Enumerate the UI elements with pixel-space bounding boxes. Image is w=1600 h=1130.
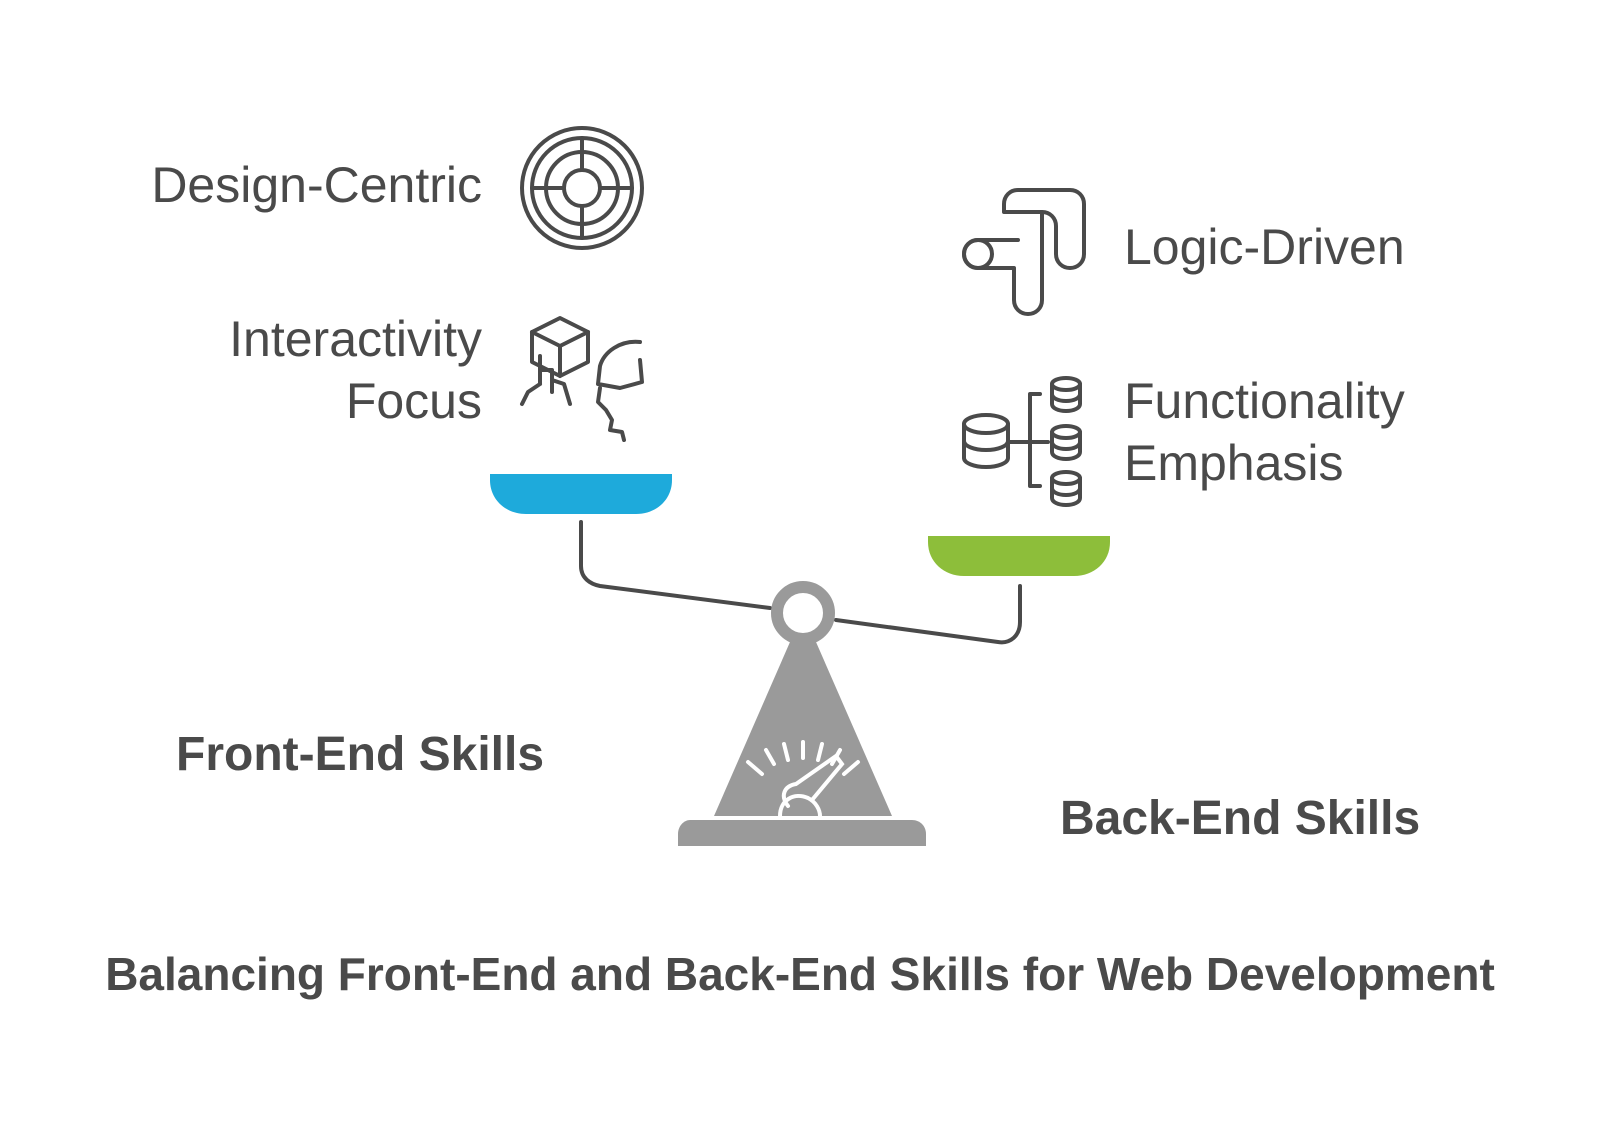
label-logic-driven: Logic-Driven	[1124, 219, 1405, 275]
balance-scale	[490, 474, 1110, 846]
scale-beam-right	[834, 584, 1022, 645]
front-end-pan	[490, 474, 672, 514]
diagram-title: Balancing Front-End and Back-End Skills …	[105, 948, 1495, 1000]
touch-cube-icon	[520, 316, 644, 442]
target-maze-icon	[520, 126, 644, 250]
heading-back-end: Back-End Skills	[1060, 792, 1420, 845]
label-interactivity-line2: Focus	[346, 373, 482, 429]
label-functionality-line2: Emphasis	[1124, 435, 1344, 491]
scale-beam-left	[579, 520, 772, 610]
label-design-centric: Design-Centric	[151, 157, 482, 213]
logic-flow-icon	[962, 188, 1086, 316]
back-end-pan	[928, 536, 1110, 576]
gauge-icon	[746, 740, 860, 818]
heading-front-end: Front-End Skills	[176, 728, 544, 781]
label-interactivity-line1: Interactivity	[229, 311, 482, 367]
database-tree-icon	[962, 376, 1082, 507]
scale-pivot	[771, 581, 835, 645]
scale-base	[678, 820, 926, 846]
scale-stand	[714, 642, 892, 816]
label-functionality-line1: Functionality	[1124, 373, 1405, 429]
